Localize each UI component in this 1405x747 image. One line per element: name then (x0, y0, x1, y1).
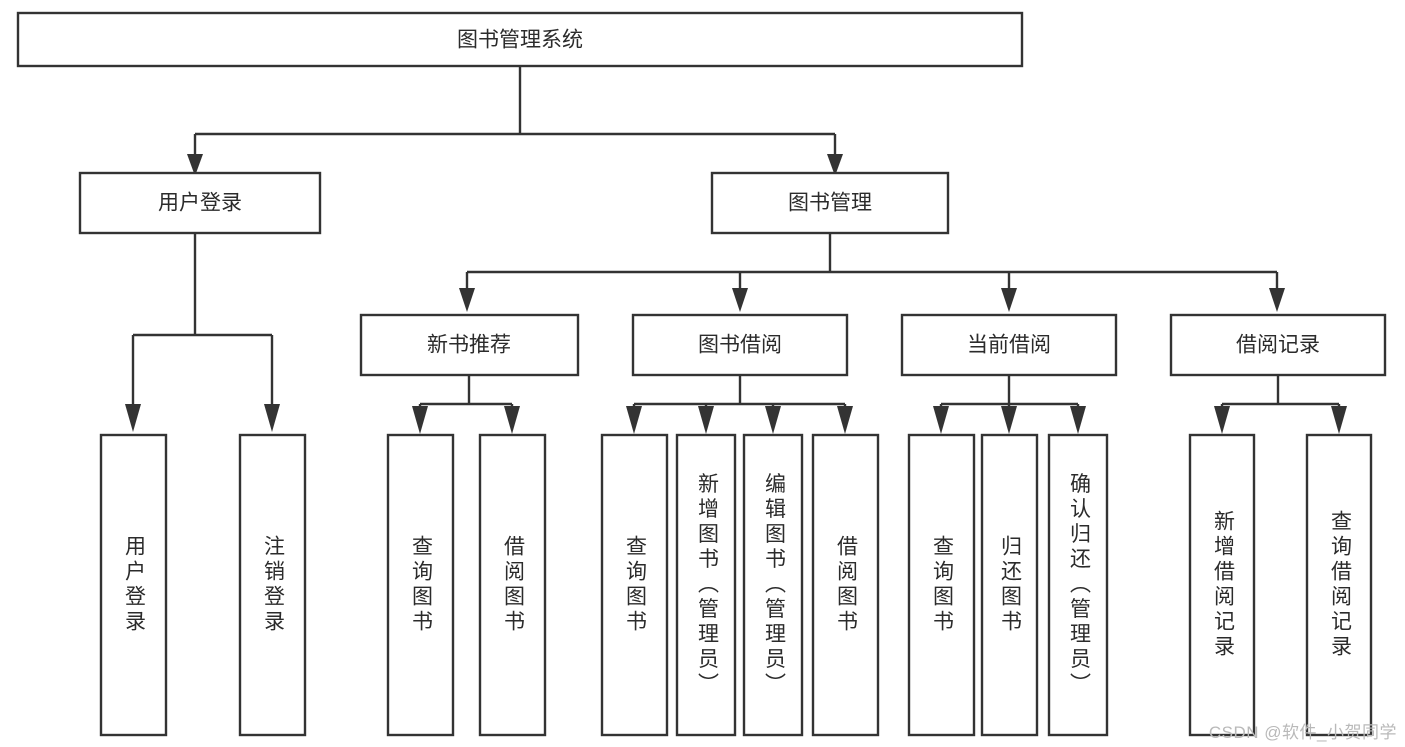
node-leaf-query-book-3-label: 查询图书 (930, 535, 954, 635)
node-leaf-confirm-return-admin-label: 确认归还（管理员） (1067, 473, 1091, 698)
arrowhead-bookborrow (732, 288, 748, 312)
node-book-borrow-label: 图书借阅 (698, 334, 782, 357)
node-book-borrow-box[interactable] (631, 313, 849, 377)
node-leaf-return-book-box[interactable] (980, 433, 1039, 737)
node-leaf-add-record-box[interactable] (1188, 433, 1256, 737)
node-current-borrow-label: 当前借阅 (967, 334, 1051, 357)
node-new-book-rec-label: 新书推荐 (427, 334, 511, 357)
arrowhead-query-book-1 (412, 406, 428, 434)
arrowhead-query-record (1331, 406, 1347, 434)
node-leaf-add-book-admin-box[interactable] (675, 433, 737, 737)
arrowhead-edit-book (765, 406, 781, 434)
node-user-login[interactable]: 用户登录 (78, 171, 322, 235)
node-leaf-user-login-label: 用户登录 (122, 535, 146, 635)
arrowhead-query-book-2 (626, 406, 642, 434)
node-borrow-record[interactable]: 借阅记录 (1169, 313, 1387, 377)
node-leaf-edit-book-admin-label: 编辑图书（管理员） (762, 473, 786, 698)
node-book-manage-box[interactable] (710, 171, 950, 235)
node-leaf-confirm-return-admin-box[interactable] (1047, 433, 1109, 737)
arrowhead-borrow-book-1 (504, 406, 520, 434)
node-leaf-confirm-return-admin[interactable]: 确认归还（管理员） (1047, 433, 1109, 737)
node-leaf-borrow-book-1-label: 借阅图书 (501, 535, 525, 635)
node-user-login-label: 用户登录 (158, 192, 242, 215)
arrowhead-confirm-return (1070, 406, 1086, 434)
node-leaf-query-record-box[interactable] (1305, 433, 1373, 737)
arrowhead-user-login (187, 154, 203, 176)
arrowhead-add-record (1214, 406, 1230, 434)
node-leaf-logout-box[interactable] (238, 433, 307, 737)
node-root[interactable]: 图书管理系统 (16, 11, 1024, 68)
node-leaf-query-book-1-box[interactable] (386, 433, 455, 737)
node-leaf-borrow-book-2[interactable]: 借阅图书 (811, 433, 880, 737)
arrowhead-leaf-user-login (125, 404, 141, 432)
node-leaf-user-login-box[interactable] (99, 433, 168, 737)
node-book-borrow[interactable]: 图书借阅 (631, 313, 849, 377)
arrowhead-newbook (459, 288, 475, 312)
node-leaf-query-book-3-box[interactable] (907, 433, 976, 737)
node-borrow-record-box[interactable] (1169, 313, 1387, 377)
arrowhead-borrow-book-2 (837, 406, 853, 434)
node-leaf-query-book-1[interactable]: 查询图书 (386, 433, 455, 737)
node-leaf-return-book[interactable]: 归还图书 (980, 433, 1039, 737)
node-root-box[interactable] (16, 11, 1024, 68)
node-leaf-borrow-book-1-box[interactable] (478, 433, 547, 737)
node-leaf-query-record[interactable]: 查询借阅记录 (1305, 433, 1373, 737)
node-book-manage[interactable]: 图书管理 (710, 171, 950, 235)
node-leaf-query-book-3[interactable]: 查询图书 (907, 433, 976, 737)
node-leaf-query-book-2-box[interactable] (600, 433, 669, 737)
node-leaf-borrow-book-2-label: 借阅图书 (834, 535, 858, 635)
node-leaf-borrow-book-1[interactable]: 借阅图书 (478, 433, 547, 737)
arrowhead-return-book (1001, 406, 1017, 434)
node-book-manage-label: 图书管理 (788, 192, 872, 215)
node-leaf-add-record[interactable]: 新增借阅记录 (1188, 433, 1256, 737)
node-leaf-edit-book-admin[interactable]: 编辑图书（管理员） (742, 433, 804, 737)
node-leaf-add-book-admin[interactable]: 新增图书（管理员） (675, 433, 737, 737)
node-leaf-edit-book-admin-box[interactable] (742, 433, 804, 737)
node-leaf-return-book-label: 归还图书 (998, 535, 1022, 635)
arrowhead-currentborrow (1001, 288, 1017, 312)
node-leaf-add-record-label: 新增借阅记录 (1211, 510, 1235, 660)
node-user-login-box[interactable] (78, 171, 322, 235)
arrowhead-book-manage (827, 154, 843, 176)
node-leaf-query-book-2-label: 查询图书 (623, 535, 647, 635)
node-current-borrow[interactable]: 当前借阅 (900, 313, 1118, 377)
node-leaf-logout[interactable]: 注销登录 (238, 433, 307, 737)
node-new-book-rec[interactable]: 新书推荐 (359, 313, 580, 377)
node-leaf-query-book-1-label: 查询图书 (409, 535, 433, 635)
node-leaf-query-record-label: 查询借阅记录 (1328, 510, 1352, 660)
arrowhead-borrowrecord (1269, 288, 1285, 312)
node-leaf-add-book-admin-label: 新增图书（管理员） (695, 473, 719, 698)
node-root-label: 图书管理系统 (457, 29, 583, 52)
arrowhead-add-book (698, 406, 714, 434)
node-new-book-rec-box[interactable] (359, 313, 580, 377)
node-current-borrow-box[interactable] (900, 313, 1118, 377)
node-leaf-logout-label: 注销登录 (261, 535, 285, 635)
node-leaf-query-book-2[interactable]: 查询图书 (600, 433, 669, 737)
arrowhead-query-book-3 (933, 406, 949, 434)
arrowhead-leaf-logout (264, 404, 280, 432)
node-leaf-borrow-book-2-box[interactable] (811, 433, 880, 737)
edge-group (125, 66, 1347, 434)
node-leaf-user-login[interactable]: 用户登录 (99, 433, 168, 737)
node-borrow-record-label: 借阅记录 (1236, 334, 1320, 357)
